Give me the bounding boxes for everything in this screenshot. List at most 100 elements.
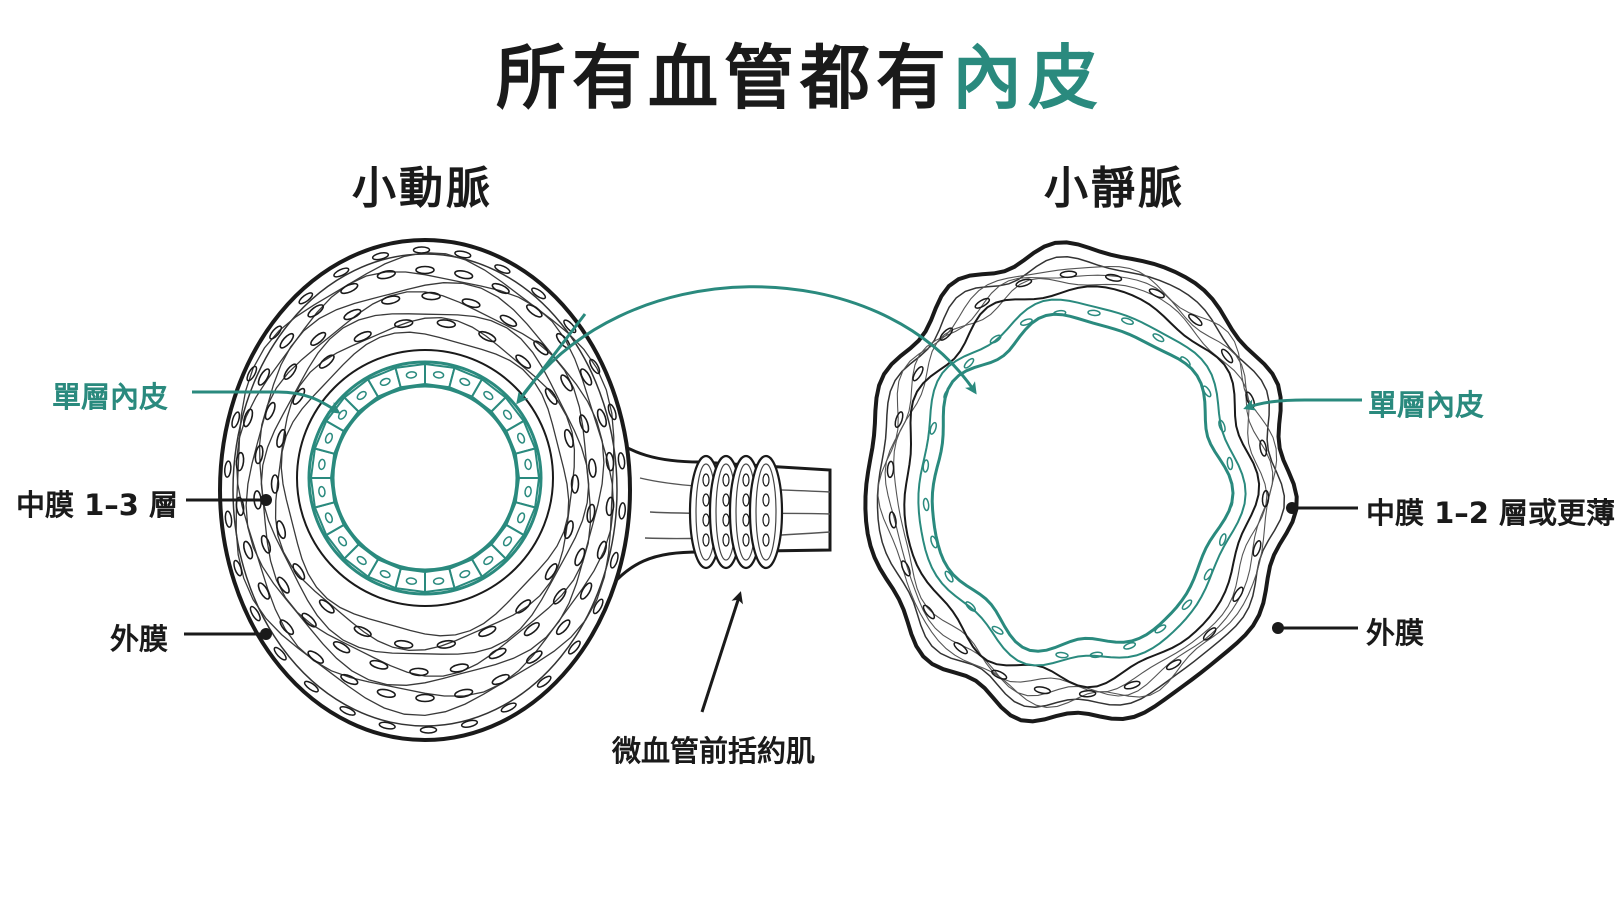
venule-cell xyxy=(991,669,1008,680)
muscle-cell xyxy=(353,330,372,343)
fibroblast-cell xyxy=(454,250,472,259)
muscle-cell xyxy=(353,625,372,638)
endothelial-nucleus xyxy=(502,409,513,420)
muscle-cell xyxy=(264,401,276,421)
venule-media-dot xyxy=(1286,502,1298,514)
muscle-cell xyxy=(276,520,287,540)
endothelial-nucleus xyxy=(318,458,326,471)
endothelial-nucleus xyxy=(405,577,418,585)
media-ring xyxy=(258,291,592,677)
venule-endothelial-nucleus xyxy=(929,421,938,435)
venule-endothelial-nucleus xyxy=(1181,599,1193,611)
muscle-cell xyxy=(235,496,245,517)
venule-cell xyxy=(888,511,897,529)
muscle-cell xyxy=(276,576,290,594)
muscle-cell xyxy=(574,547,586,567)
sphincter-cell xyxy=(702,533,710,547)
fibroblast-cell xyxy=(536,675,552,688)
venule-cell xyxy=(900,560,911,577)
fibroblast-cell xyxy=(531,287,547,300)
fibroblast-cell xyxy=(303,680,319,693)
muscle-cell xyxy=(555,619,571,636)
venule-cell xyxy=(1123,680,1141,690)
fibroblast-cell xyxy=(224,510,233,528)
muscle-cell xyxy=(376,269,396,280)
fibroblast-cell xyxy=(607,403,617,421)
muscle-cell xyxy=(478,330,497,343)
venule-endothelial-nucleus xyxy=(922,459,930,473)
fibroblast-cell xyxy=(233,559,243,577)
muscle-cell xyxy=(533,340,549,356)
muscle-cell xyxy=(570,474,580,494)
fibroblast-cell xyxy=(223,460,232,478)
fibroblast-cell xyxy=(563,319,577,334)
muscle-cell xyxy=(260,534,272,554)
muscle-cell xyxy=(478,625,497,638)
muscle-cell xyxy=(318,599,335,614)
muscle-cell xyxy=(393,639,414,649)
muscle-cell xyxy=(596,540,608,560)
sphincter-cell xyxy=(722,533,730,547)
endothelium-connector-arrow xyxy=(516,285,977,403)
muscle-cell xyxy=(292,562,306,581)
fibroblast-cell xyxy=(567,640,581,655)
muscle-cell xyxy=(588,458,597,478)
arteriole-media-dot xyxy=(260,494,272,506)
fibroblast-cell xyxy=(249,605,261,622)
venule-endothelial-nucleus xyxy=(1121,317,1134,326)
muscle-cell xyxy=(270,474,280,494)
sphincter-cell xyxy=(742,513,750,527)
sphincter-cell xyxy=(702,493,710,507)
arteriole-media-label: 中膜 1–3 層 xyxy=(16,488,179,522)
arteriole-adventitia-dot xyxy=(260,628,272,640)
venule-adventitia-label: 外膜 xyxy=(1366,616,1425,650)
endothelial-cell xyxy=(424,567,456,593)
venule-endothelial-nucleus xyxy=(965,601,976,612)
muscle-cell xyxy=(369,659,389,670)
endothelial-nucleus xyxy=(524,458,532,471)
arteriole-cross-section xyxy=(218,238,632,742)
sphincter-cell xyxy=(722,473,730,487)
muscle-cell xyxy=(415,693,435,703)
endothelial-nucleus xyxy=(356,555,367,566)
venule-cell xyxy=(953,641,968,655)
media-ring xyxy=(274,316,576,652)
muscle-cell xyxy=(560,374,574,392)
muscle-cell xyxy=(605,496,615,517)
endothelial-nucleus xyxy=(324,432,334,444)
arteriole-media xyxy=(235,251,615,717)
sphincter-cell xyxy=(762,513,770,527)
venule-cell xyxy=(1104,273,1123,282)
sphincter-cell xyxy=(762,473,770,487)
muscle-cell xyxy=(279,619,295,636)
venule-heading: 小靜脈 xyxy=(1044,163,1185,214)
fibroblast-cell xyxy=(412,246,431,254)
venule-media xyxy=(877,265,1278,708)
muscle-cell xyxy=(436,319,457,329)
endothelial-cell xyxy=(394,363,426,389)
venule-endothelium-label: 單層內皮 xyxy=(1368,388,1485,422)
fibroblast-cell xyxy=(419,726,438,734)
endothelium-connector-arrow-left xyxy=(516,313,587,405)
venule-cell xyxy=(1259,439,1268,457)
fibroblast-cell xyxy=(460,719,479,728)
endothelial-nucleus xyxy=(483,390,494,401)
fibroblast-cell xyxy=(494,264,511,275)
endothelial-nucleus xyxy=(432,371,445,379)
muscle-cell xyxy=(307,650,325,664)
endothelial-nucleus xyxy=(516,432,526,444)
venule-endothelial-nucleus xyxy=(922,497,930,512)
muscle-cell xyxy=(499,314,518,328)
venule-adventitia-dot xyxy=(1272,622,1284,634)
arteriole-heading: 小動脈 xyxy=(352,163,493,214)
muscle-cell xyxy=(343,308,362,321)
venule-endothelial-nucleus xyxy=(991,625,1004,635)
sphincter-cell xyxy=(742,493,750,507)
muscle-cell xyxy=(340,673,359,686)
muscle-cell xyxy=(596,408,608,428)
muscle-cell xyxy=(242,540,254,560)
venule-cell xyxy=(1165,659,1182,671)
endothelial-nucleus xyxy=(379,569,391,579)
muscle-cell xyxy=(242,408,254,428)
fibroblast-cell xyxy=(500,702,517,713)
